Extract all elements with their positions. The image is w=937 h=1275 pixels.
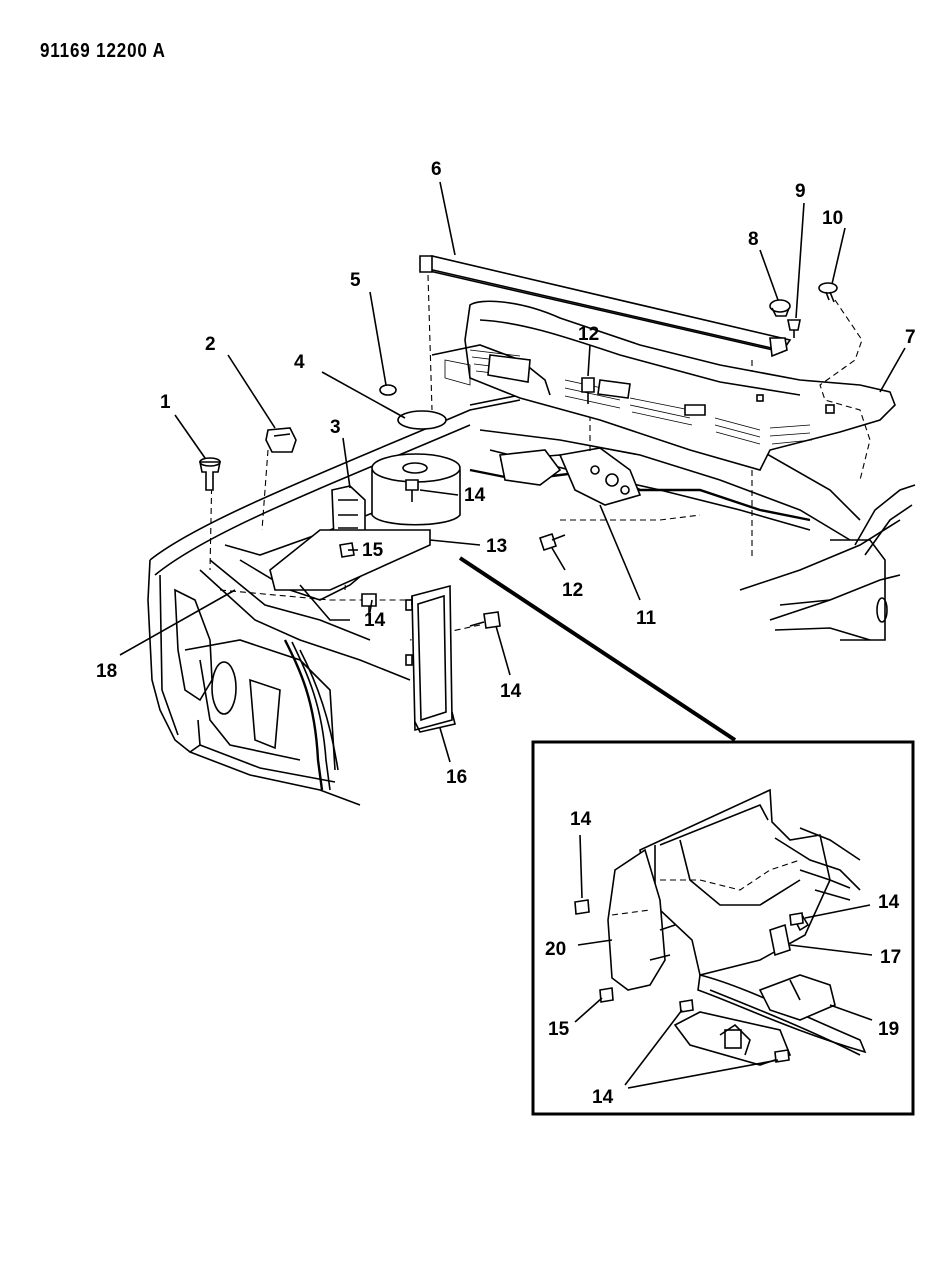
callout-15: 15 — [362, 540, 384, 561]
plenum-assembly — [269, 394, 916, 641]
callout-7: 7 — [905, 327, 916, 348]
inset-callout-14-top: 14 — [570, 809, 592, 830]
part-7-cowl-grille-panel — [431, 299, 896, 481]
leader-lines — [119, 181, 906, 763]
callout-10: 10 — [822, 208, 843, 229]
callout-8: 8 — [748, 229, 759, 250]
inset-callout-20: 20 — [545, 939, 566, 960]
hardware-parts — [199, 282, 838, 733]
body-structure — [147, 399, 521, 806]
inset-callout-17: 17 — [880, 947, 901, 968]
callout-12-lower: 12 — [562, 580, 583, 601]
callout-16: 16 — [446, 767, 467, 788]
callout-labels: 1 2 3 4 5 6 7 8 9 10 11 12 12 13 14 14 1… — [96, 159, 916, 1108]
callout-4: 4 — [294, 352, 305, 373]
inset-callout-14-right: 14 — [878, 892, 900, 913]
callout-1: 1 — [160, 392, 171, 413]
callout-12-upper: 12 — [578, 324, 599, 345]
callout-14-middle: 14 — [364, 610, 386, 631]
callout-13: 13 — [486, 536, 507, 557]
detail-inset — [531, 740, 915, 1116]
callout-3: 3 — [330, 417, 341, 438]
callout-5: 5 — [350, 270, 361, 291]
callout-14-right: 14 — [500, 681, 522, 702]
callout-18: 18 — [96, 661, 117, 682]
callout-2: 2 — [205, 334, 216, 355]
inset-callout-14-bottom: 14 — [592, 1087, 614, 1108]
inset-callout-19: 19 — [878, 1019, 899, 1040]
callout-11: 11 — [636, 608, 657, 629]
inset-callout-15: 15 — [548, 1019, 570, 1040]
callout-6: 6 — [431, 159, 442, 180]
figure-reference-number: 91169 12200 A — [40, 40, 166, 62]
callout-14-upper: 14 — [464, 485, 486, 506]
inset-pointer-line — [458, 556, 737, 742]
callout-9: 9 — [795, 181, 806, 202]
